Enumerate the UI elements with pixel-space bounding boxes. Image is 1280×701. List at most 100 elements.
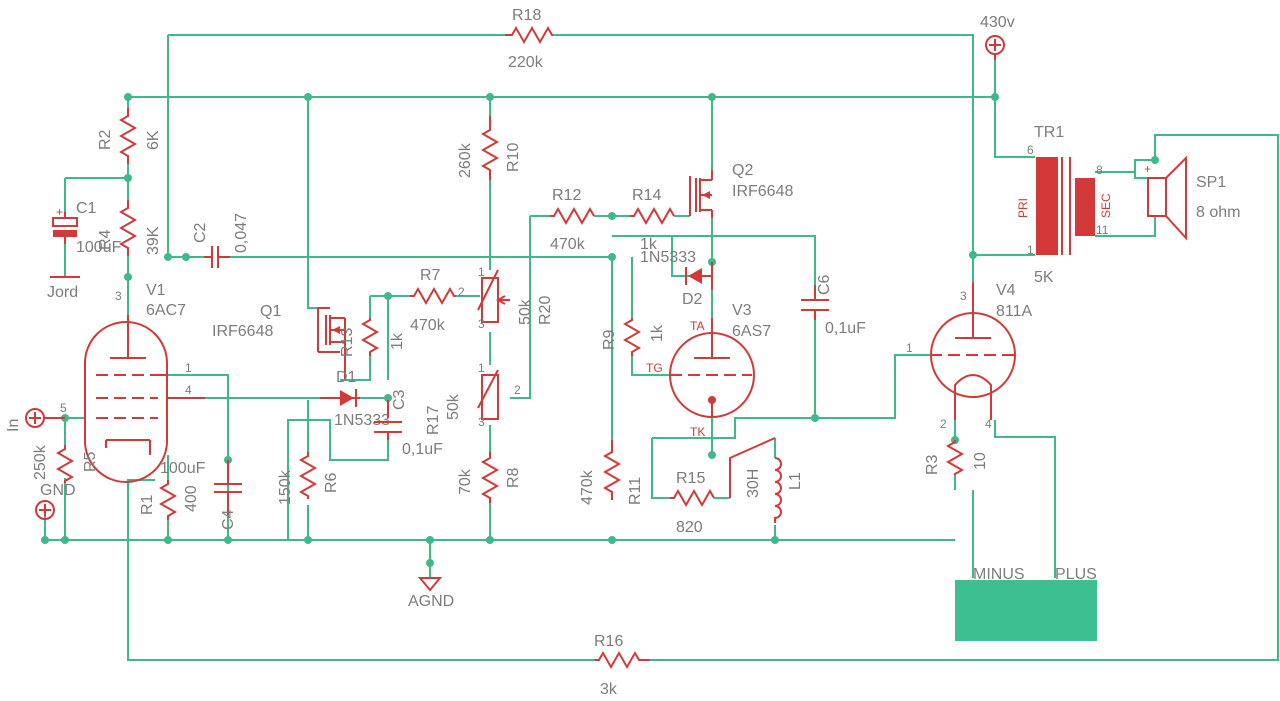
r16-value: 3k <box>600 681 618 698</box>
c2-value: 0,047 <box>233 213 250 253</box>
v3-tk-label: TK <box>690 425 705 439</box>
sp1-value: 8 ohm <box>1196 204 1240 221</box>
junctions <box>41 93 1159 567</box>
r6-value: 150k <box>277 469 294 505</box>
r13-name: R13 <box>339 328 356 357</box>
tube-v4: 3 1 2 4 V4 811A <box>906 282 1033 431</box>
capacitor-c3: C3 0,1uF <box>374 389 443 458</box>
resistor-r11: 470k R11 <box>579 440 644 505</box>
d2-value: 1N5333 <box>640 249 696 266</box>
r17-value: 50k <box>445 393 462 420</box>
r3-value: 10 <box>972 452 989 470</box>
resistor-r9: R9 1k <box>601 318 666 356</box>
r7-name: R7 <box>420 267 441 284</box>
r12-value: 470k <box>550 236 586 253</box>
gnd-label: GND <box>40 482 76 499</box>
resistor-r2: R2 6K <box>97 108 162 164</box>
supply-430v[interactable]: 430v <box>980 14 1015 60</box>
minus-label: MINUS <box>973 566 1025 583</box>
r6-name: R6 <box>323 472 340 493</box>
r15-value: 820 <box>676 519 703 536</box>
l1-name: L1 <box>787 472 804 490</box>
r16-name: R16 <box>594 633 623 650</box>
r1-name: R1 <box>139 494 156 515</box>
q1-value: IRF6648 <box>212 323 273 340</box>
ground-jord: Jord <box>47 276 80 301</box>
c1-plus: + <box>56 205 63 219</box>
r8-value: 70k <box>457 468 474 495</box>
inductor-l1: 30H L1 <box>729 437 804 523</box>
v3-ta-label: TA <box>690 319 704 333</box>
v1-value: 6AC7 <box>146 302 186 319</box>
tube-v3: TA TG TK V3 6AS7 <box>646 302 771 439</box>
resistor-r8: 70k R8 <box>457 452 522 503</box>
potentiometer-r20: 1 3 2 50k R20 <box>458 265 554 331</box>
r8-name: R8 <box>505 467 522 488</box>
tr1-sec-label: SEC <box>1099 193 1113 218</box>
v3-value: 6AS7 <box>732 323 771 340</box>
tr1-name: TR1 <box>1034 124 1064 141</box>
r14-value: 1k <box>640 236 658 253</box>
resistor-r15: R15 820 <box>670 470 715 536</box>
tr1-pin6: 6 <box>1027 143 1034 157</box>
resistor-r13: R13 1k <box>339 318 406 357</box>
d1-name: D1 <box>336 369 357 386</box>
r20-pin3: 3 <box>478 317 485 331</box>
r13-value: 1k <box>389 332 406 350</box>
r2-value: 6K <box>145 130 162 150</box>
r20-value: 50k <box>517 298 534 325</box>
r12-name: R12 <box>552 187 581 204</box>
r10-value: 260k <box>457 142 474 178</box>
l1-value: 30H <box>745 469 762 498</box>
v4-pin1: 1 <box>906 341 913 355</box>
diode-d1: D1 1N5333 <box>320 369 390 429</box>
tube-v1: 3 1 4 5 V1 6AC7 <box>60 282 205 483</box>
v1-pin5: 5 <box>60 401 67 415</box>
c6-value: 0,1uF <box>825 320 866 337</box>
r2-name: R2 <box>97 129 114 150</box>
resistor-r16: R16 3k <box>594 633 650 698</box>
r5-name: R5 <box>82 451 99 472</box>
tr1-pin11: 11 <box>1096 223 1109 237</box>
r4-value: 39K <box>145 226 162 255</box>
resistor-r12: R12 470k <box>550 187 595 253</box>
resistor-r10: 260k R10 <box>457 116 522 180</box>
tr1-pin1: 1 <box>1027 243 1034 257</box>
resistor-r3: R3 10 <box>924 440 989 475</box>
r7-value: 470k <box>410 317 446 334</box>
plus-label: PLUS <box>1055 566 1097 583</box>
v4-pin4: 4 <box>985 417 992 431</box>
resistor-r5: 250k R5 <box>32 444 99 483</box>
resistor-r6: 150k R6 <box>277 452 340 505</box>
mosfet-q1: Q1 IRF6648 <box>212 303 346 380</box>
input-terminal[interactable]: In <box>5 408 65 432</box>
q2-name: Q2 <box>732 162 753 179</box>
tr1-pin8: 8 <box>1096 163 1103 177</box>
resistor-r4: R4 39K <box>97 200 162 256</box>
r10-name: R10 <box>505 143 522 172</box>
r3-name: R3 <box>924 454 941 475</box>
r9-name: R9 <box>601 329 618 350</box>
r17-name: R17 <box>425 406 442 435</box>
r20-pin1: 1 <box>478 265 485 279</box>
resistor-r7: R7 470k <box>410 267 456 334</box>
v4-pin3: 3 <box>960 289 967 303</box>
d2-name: D2 <box>682 291 703 308</box>
v4-pin2: 2 <box>940 417 947 431</box>
r14-name: R14 <box>632 187 661 204</box>
tr1-pri-label: PRI <box>1016 198 1030 218</box>
c4-value: 100uF <box>160 460 206 477</box>
r17-pin2: 2 <box>514 383 521 397</box>
r4-name: R4 <box>97 229 114 250</box>
agnd-label: AGND <box>408 593 454 610</box>
filament-power-block: MINUS PLUS <box>955 566 1097 641</box>
capacitor-c4: 100uF C4 <box>160 460 242 530</box>
gnd-terminal[interactable]: GND <box>35 482 76 520</box>
capacitor-c1: + C1 100uF <box>52 200 122 256</box>
speaker-sp1: + SP1 8 ohm <box>1144 155 1240 241</box>
mosfet-q2: Q2 IRF6648 <box>689 162 793 218</box>
capacitor-c6: C6 0,1uF <box>801 274 866 337</box>
r11-name: R11 <box>627 477 644 505</box>
r1-value: 400 <box>183 485 200 512</box>
